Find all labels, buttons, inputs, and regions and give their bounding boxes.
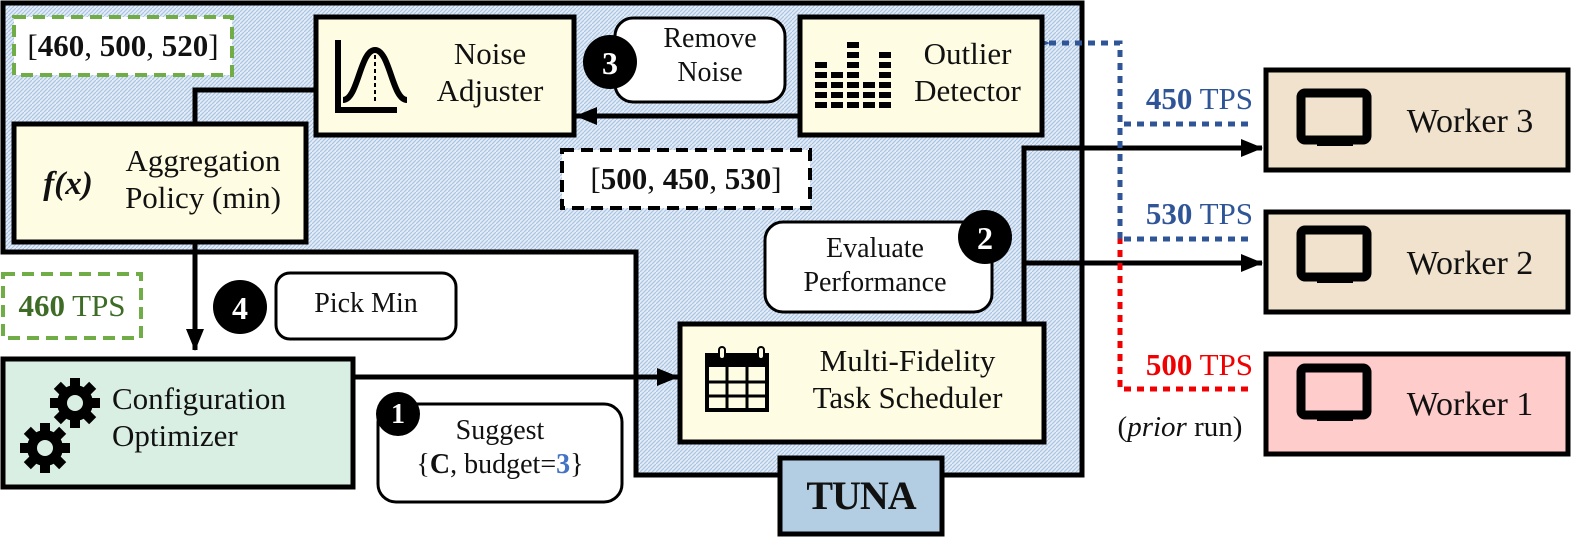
worker2-name: Worker 2: [1406, 245, 1534, 282]
step4-number: 4: [232, 290, 248, 326]
step2-text: Evaluate Performance: [803, 233, 947, 298]
worker1-name: Worker 1: [1406, 386, 1534, 423]
noise-adjuster-label: Noise Adjuster: [436, 36, 544, 109]
tuna-title: TUNA: [806, 473, 916, 518]
step3-number: 3: [602, 45, 618, 81]
connector-noise-to-aggregation: [192, 87, 316, 124]
step1-number: 1: [391, 399, 405, 430]
step1-badge: [376, 392, 420, 436]
monitor-icon: [1296, 363, 1372, 421]
result-value-box: [1, 272, 143, 340]
metric-line-blue-vertical: [1028, 34, 1123, 239]
step4-badge: [213, 280, 267, 334]
step1-callout: [376, 402, 624, 504]
step3-badge: [583, 35, 637, 89]
step3-text: Remove Noise: [663, 23, 757, 88]
step2-badge: [958, 210, 1012, 264]
worker3-tps: 450 TPS: [1145, 81, 1253, 116]
noise-adjuster-box: [313, 14, 577, 138]
task-scheduler-label: Multi-Fidelity Task Scheduler: [812, 343, 1003, 416]
raw-values-text: [500, 450, 530]: [590, 161, 782, 196]
raw-values-box: [560, 148, 812, 210]
calendar-icon: [705, 346, 769, 412]
outlier-detector-label: Outlier Detector: [914, 36, 1021, 109]
step2-number: 2: [977, 220, 993, 256]
aggregation-policy-box: [11, 121, 309, 245]
tuna-label-box: [777, 455, 945, 537]
bell-curve-icon: [335, 40, 409, 113]
filtered-values-text: [460, 500, 520]: [27, 28, 219, 63]
filtered-values-box: [12, 15, 234, 77]
gears-icon: [20, 378, 100, 473]
aggregation-policy-label: Aggregation Policy (min): [125, 143, 281, 216]
worker3-box: [1263, 67, 1571, 173]
aggregation-fx-label: f(x): [43, 166, 93, 202]
worker2-tps: 530 TPS: [1145, 196, 1253, 231]
step4-text: Pick Min: [314, 288, 418, 319]
worker3-name: Worker 3: [1406, 103, 1534, 140]
monitor-icon: [1296, 225, 1372, 283]
prior-run-note: (prior run): [1117, 411, 1243, 443]
result-value-text: 460 TPS: [18, 288, 126, 323]
step4-callout: [274, 271, 458, 341]
monitor-icon: [1296, 88, 1372, 146]
worker1-tps: 500 TPS: [1145, 347, 1253, 382]
metric-line-worker1: [1117, 239, 1248, 392]
bar-histogram-icon: [815, 42, 891, 108]
configuration-optimizer-label: Configuration Optimizer: [112, 381, 286, 454]
step1-text: Suggest {C, budget=3}: [416, 415, 584, 480]
step2-callout: [763, 220, 994, 314]
